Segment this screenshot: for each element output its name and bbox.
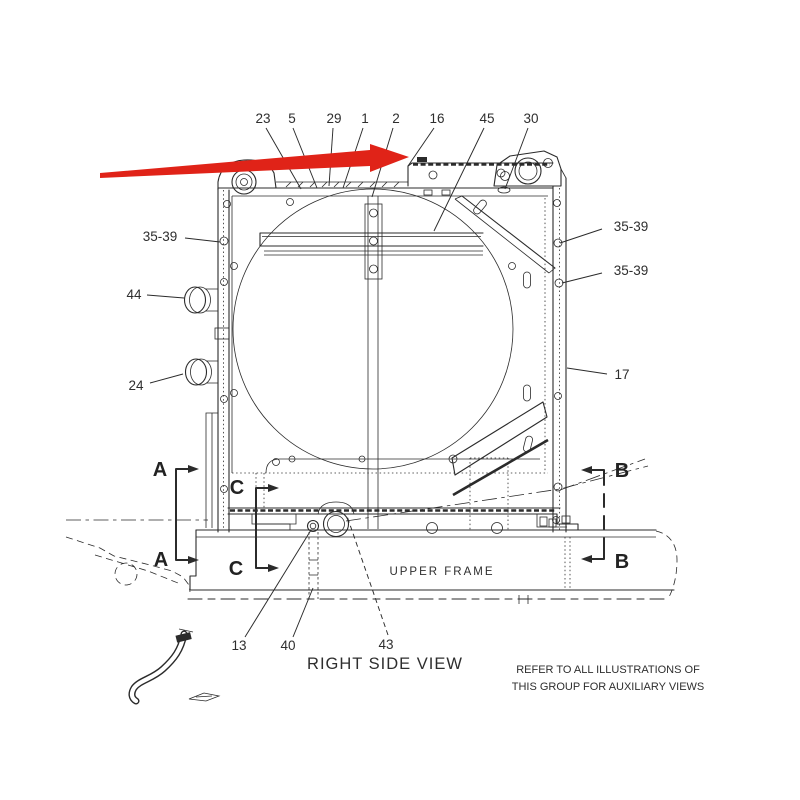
part-number-43: 43 — [378, 637, 393, 652]
part-number-17: 17 — [614, 367, 629, 382]
filler-cap — [231, 169, 257, 195]
callout-1: 1 — [342, 111, 369, 189]
part-number-29: 29 — [326, 111, 341, 126]
section-line-b — [345, 458, 649, 522]
callout-24: 24 — [128, 373, 184, 393]
callout-5: 5 — [288, 111, 318, 189]
callout-35-39: 35-39 — [559, 219, 649, 244]
part-number-35-39: 35-39 — [143, 229, 178, 244]
right-frame — [544, 168, 567, 533]
small-clip-part — [188, 692, 221, 702]
note-line-2: THIS GROUP FOR AUXILIARY VIEWS — [512, 681, 705, 693]
section-bracket-a — [175, 465, 199, 564]
part-number-44: 44 — [126, 287, 142, 302]
callout-13: 13 — [231, 529, 312, 653]
machine-silhouette — [65, 519, 208, 593]
top-tank — [217, 157, 554, 197]
callout-30: 30 — [504, 111, 539, 190]
right-panel-slots — [523, 271, 533, 453]
leader-line-44 — [146, 294, 185, 299]
vertical-brace — [364, 196, 383, 529]
leader-line-24 — [149, 373, 184, 384]
leader-line-35-39 — [559, 228, 603, 244]
section-bracket-b — [581, 466, 605, 563]
left-fitting-lower — [184, 358, 218, 386]
part-number-16: 16 — [429, 111, 444, 126]
callout-layer: 23 5 29 1 2 16 45 30 35-39 44 24 35-39 35-39 17 13 40 43… — [126, 111, 648, 653]
leader-line-30 — [504, 127, 529, 190]
leader-line-13 — [244, 529, 312, 638]
callout-43: 43 — [346, 515, 394, 652]
bottom-tank — [227, 458, 579, 534]
top-right-gusset — [454, 195, 556, 274]
note-line-1: REFER TO ALL ILLUSTRATIONS OF — [516, 664, 700, 676]
section-letter-A-0: A — [153, 459, 167, 481]
part-number-45: 45 — [479, 111, 494, 126]
left-fitting-upper — [183, 286, 218, 314]
part-number-23: 23 — [255, 111, 270, 126]
leader-line-35-39 — [561, 272, 603, 284]
leader-line-45 — [433, 127, 485, 232]
section-letter-C-4: C — [230, 477, 244, 499]
section-letter-B-2: B — [615, 460, 629, 482]
callout-40: 40 — [280, 587, 314, 653]
leader-line-43 — [346, 515, 389, 636]
drain-valve — [306, 501, 355, 538]
leader-line-17 — [566, 367, 608, 375]
section-letter-B-3: B — [615, 551, 629, 573]
callout-29: 29 — [326, 111, 342, 187]
part-number-40: 40 — [280, 638, 295, 653]
part-number-1: 1 — [361, 111, 369, 126]
drain-tube — [308, 532, 319, 599]
panel-bolts — [219, 198, 564, 524]
radiator-assembly — [183, 150, 579, 599]
part-number-2: 2 — [392, 111, 400, 126]
top-flange — [493, 150, 562, 187]
callout-35-39: 35-39 — [561, 263, 649, 284]
part-number-35-39: 35-39 — [614, 263, 649, 278]
callout-35-39: 35-39 — [143, 229, 221, 244]
leader-line-40 — [292, 587, 314, 638]
leader-line-35-39 — [184, 237, 221, 243]
part-number-13: 13 — [231, 638, 246, 653]
left-frame — [217, 187, 233, 533]
section-letter-C-5: C — [229, 558, 243, 580]
leader-line-16 — [407, 127, 435, 167]
section-letter-A-1: A — [154, 549, 168, 571]
section-bracket-c — [255, 484, 279, 572]
callout-17: 17 — [566, 367, 630, 382]
highlight-arrow — [100, 144, 409, 178]
part-number-30: 30 — [523, 111, 538, 126]
part-number-5: 5 — [288, 111, 296, 126]
callout-44: 44 — [126, 287, 185, 302]
part-number-24: 24 — [128, 378, 144, 393]
hose — [128, 628, 194, 705]
callout-16: 16 — [407, 111, 445, 167]
upper-frame-label: UPPER FRAME — [389, 566, 494, 578]
upper-frame-outline — [187, 529, 678, 604]
left-frame-tab — [214, 327, 230, 340]
horizontal-brace — [259, 232, 484, 256]
fan-shroud-circle — [232, 188, 514, 470]
part-number-35-39: 35-39 — [614, 219, 649, 234]
left-mount-bracket — [205, 412, 218, 528]
callout-45: 45 — [433, 111, 495, 232]
view-title: RIGHT SIDE VIEW — [307, 655, 463, 673]
